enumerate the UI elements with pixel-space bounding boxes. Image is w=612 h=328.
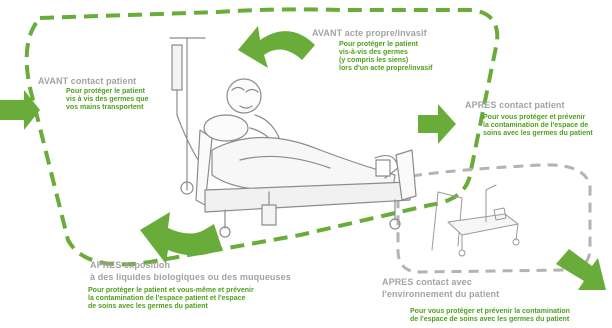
- arrow-after-patient-icon: [418, 104, 456, 144]
- before-aseptic-line: (y compris les siens): [339, 57, 409, 64]
- after-patient-description: Pour vous protéger et prévenir la contam…: [483, 114, 593, 138]
- after-fluid-line: la contamination de l'espace patient et …: [88, 295, 246, 302]
- before-patient-title: AVANT contact patient: [38, 76, 137, 86]
- after-surroundings-description: Pour vous protéger et prévenir la contam…: [410, 308, 570, 324]
- arrow-before-patient-icon: [0, 90, 40, 130]
- after-fluid-title: APRES exposition à des liquides biologiq…: [90, 259, 291, 283]
- after-fluid-line: de soins avec les germes du patient: [88, 303, 208, 310]
- before-aseptic-line: Pour protéger le patient: [339, 41, 418, 48]
- before-patient-description: Pour protéger le patient vis à vis des g…: [66, 88, 149, 112]
- patient-zone-border: [24, 7, 500, 267]
- before-aseptic-line: vis-à-vis des germes: [339, 49, 408, 56]
- before-patient-line: vos mains transportent: [66, 104, 144, 111]
- after-patient-line: soins avec les germes du patient: [483, 130, 593, 137]
- before-aseptic-line: lors d'un acte propre/invasif: [339, 65, 433, 72]
- patient-bed-illustration: [169, 37, 417, 238]
- before-aseptic-title: AVANT acte propre/invasif: [312, 28, 427, 38]
- after-surroundings-line: de l'espace de soins avec les germes du …: [410, 316, 570, 323]
- after-fluid-line: Pour protéger le patient et vous-même et…: [88, 287, 254, 294]
- before-aseptic-description: Pour protéger le patient vis-à-vis des g…: [339, 41, 432, 73]
- surroundings-bed-illustration: [431, 184, 520, 257]
- after-surroundings-title-line: l'environnement du patient: [382, 289, 500, 299]
- arrow-after-surroundings-icon: [556, 249, 606, 290]
- after-surroundings-line: Pour vous protéger et prévenir la contam…: [410, 308, 570, 315]
- before-patient-line: Pour protéger le patient: [66, 88, 145, 95]
- before-patient-line: vis à vis des germes que: [66, 96, 149, 103]
- after-patient-title: APRES contact patient: [465, 100, 565, 110]
- after-fluid-title-line: à des liquides biologiques ou des muqueu…: [90, 272, 291, 282]
- after-fluid-title-line: APRES exposition: [90, 260, 171, 270]
- after-surroundings-title: APRES contact avec l'environnement du pa…: [382, 276, 499, 300]
- surroundings-zone-border: [396, 163, 592, 274]
- after-patient-line: la contamination de l'espace de: [483, 122, 589, 129]
- after-fluid-description: Pour protéger le patient et vous-même et…: [88, 287, 254, 311]
- after-surroundings-title-line: APRES contact avec: [382, 277, 472, 287]
- after-patient-line: Pour vous protéger et prévenir: [483, 114, 586, 121]
- curved-arrow-aseptic-icon: [238, 26, 315, 68]
- curved-arrow-fluid-icon: [140, 212, 222, 264]
